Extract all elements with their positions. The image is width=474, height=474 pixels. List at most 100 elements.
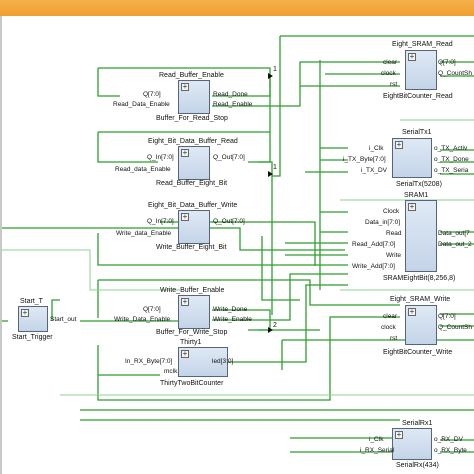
block-instance: Buffer_For_Read_Stop (156, 115, 228, 122)
port-label: o_TX_Done (434, 156, 469, 163)
port-label: Data_in[7:0] (365, 219, 401, 226)
port-label: rst (390, 335, 398, 342)
port-label: Data_out_2 (438, 241, 472, 248)
wire (97, 132, 158, 163)
port-label: Q[7:0] (438, 313, 456, 320)
block-instance: Read_Buffer_Eight_Bit (156, 180, 228, 187)
block-body[interactable]: + (405, 200, 437, 272)
expand-icon[interactable]: + (395, 140, 403, 149)
port-label: clock (381, 324, 396, 331)
net-arrow (268, 171, 273, 177)
port-label: Q_In[7:0] (147, 154, 174, 161)
block-instance: EightBitCounter_Write (383, 349, 453, 356)
port-label: i_TX_DV (361, 167, 388, 174)
wire (97, 68, 120, 97)
title-bar (0, 0, 474, 16)
block-title: Eight_Bit_Data_Buffer_Write (148, 202, 238, 209)
port-label: Read_data_Enable (115, 166, 171, 173)
block-title: Read_Buffer_Enable (159, 72, 224, 79)
port-label: Read_Data_Enable (113, 101, 170, 108)
expand-icon[interactable]: + (181, 297, 189, 306)
port-label: Write_Data_Enable (114, 316, 171, 323)
net-label: 2 (273, 322, 277, 329)
wire (97, 316, 400, 401)
wire (272, 36, 281, 177)
port-label: led[3:0] (212, 358, 234, 365)
port-label: i_TX_Byte[7:0] (343, 156, 386, 163)
port-label: Read_Done (213, 91, 248, 98)
block-body[interactable]: + (18, 306, 48, 332)
block-body[interactable]: + (178, 80, 210, 114)
block-title: SRAM1 (404, 192, 429, 199)
block-body[interactable]: + (392, 428, 432, 460)
wire (248, 161, 273, 315)
block-instance: SRAMEightBit(8,256,8) (383, 275, 456, 282)
expand-icon[interactable]: + (408, 307, 416, 316)
port-label: mclk (164, 368, 178, 375)
wire (261, 236, 300, 301)
port-label: Write_Done (213, 306, 248, 313)
port-label: clock (381, 70, 396, 77)
block-body[interactable]: + (178, 210, 210, 244)
port-label: Write_data_Enable (116, 230, 172, 237)
port-label: Read_Add[7:0] (352, 241, 396, 248)
block-title: Thirty1 (180, 339, 202, 346)
expand-icon[interactable]: + (181, 349, 189, 358)
port-label: rst (390, 81, 398, 88)
port-label: clear (383, 313, 398, 320)
port-label: i_Clk (369, 145, 384, 152)
port-label: Data_out[7 (438, 230, 470, 237)
expand-icon[interactable]: + (181, 82, 189, 91)
block-instance: EightBitCounter_Read (383, 93, 453, 100)
port-label: Clock (383, 208, 400, 215)
port-label: Q[7:0] (143, 306, 161, 313)
block-title: Eight_SRAM_Read (392, 41, 453, 48)
net-label: 1 (273, 164, 277, 171)
wire (212, 273, 348, 321)
block-instance: Start_Trigger (12, 334, 53, 341)
expand-icon[interactable]: + (408, 52, 416, 61)
port-label: o_TX_Seria (434, 167, 469, 174)
port-label: Q_Out[7:0] (213, 154, 245, 161)
expand-icon[interactable]: + (21, 308, 29, 317)
block-body[interactable]: + (392, 138, 432, 178)
block-title: Eight_SRAM_Write (390, 296, 451, 303)
port-label: Q[7:0] (143, 91, 161, 98)
block-body[interactable]: + (405, 50, 437, 90)
canvas-left-edge (0, 16, 2, 474)
block-instance: SerialRx(434) (396, 462, 439, 469)
port-label: Q_CountSh (438, 70, 472, 77)
wire (98, 67, 271, 76)
wire (51, 299, 60, 321)
block-body[interactable]: + (178, 295, 210, 329)
port-label: Write (386, 252, 402, 259)
expand-icon[interactable]: + (181, 148, 189, 157)
port-label: Write_Add[7:0] (352, 263, 395, 270)
block-title: Eight_Bit_Data_Buffer_Read (148, 138, 238, 145)
expand-icon[interactable]: + (181, 212, 189, 221)
expand-icon[interactable]: + (395, 430, 403, 439)
port-label: i_Clk (369, 436, 384, 443)
wire (2, 227, 345, 251)
block-body[interactable]: + (178, 146, 210, 180)
block-title: Start_T (20, 298, 43, 305)
port-label: Q_CountSh (438, 324, 472, 331)
net-arrow (268, 73, 273, 79)
wire-light (2, 249, 180, 291)
wire (97, 233, 348, 266)
port-label: In_RX_Byte[7:0] (125, 358, 173, 365)
port-label: Q_Out[7:0] (213, 218, 245, 225)
port-label: Read_Enable (213, 101, 253, 108)
expand-icon[interactable]: + (408, 202, 416, 211)
block-body[interactable]: + (405, 305, 437, 345)
wire (228, 284, 348, 363)
block-instance: Write_Buffer_Eight_Bit (156, 244, 227, 251)
port-label: Write_Enable (213, 316, 252, 323)
port-label: clear (383, 59, 398, 66)
block-title: SerialTx1 (402, 129, 432, 136)
port-label: o_TX_Activ (434, 145, 468, 152)
block-body[interactable]: + (178, 347, 228, 377)
port-label: o_RX_Byte (434, 447, 467, 454)
port-label: o_RX_DV (434, 436, 463, 443)
